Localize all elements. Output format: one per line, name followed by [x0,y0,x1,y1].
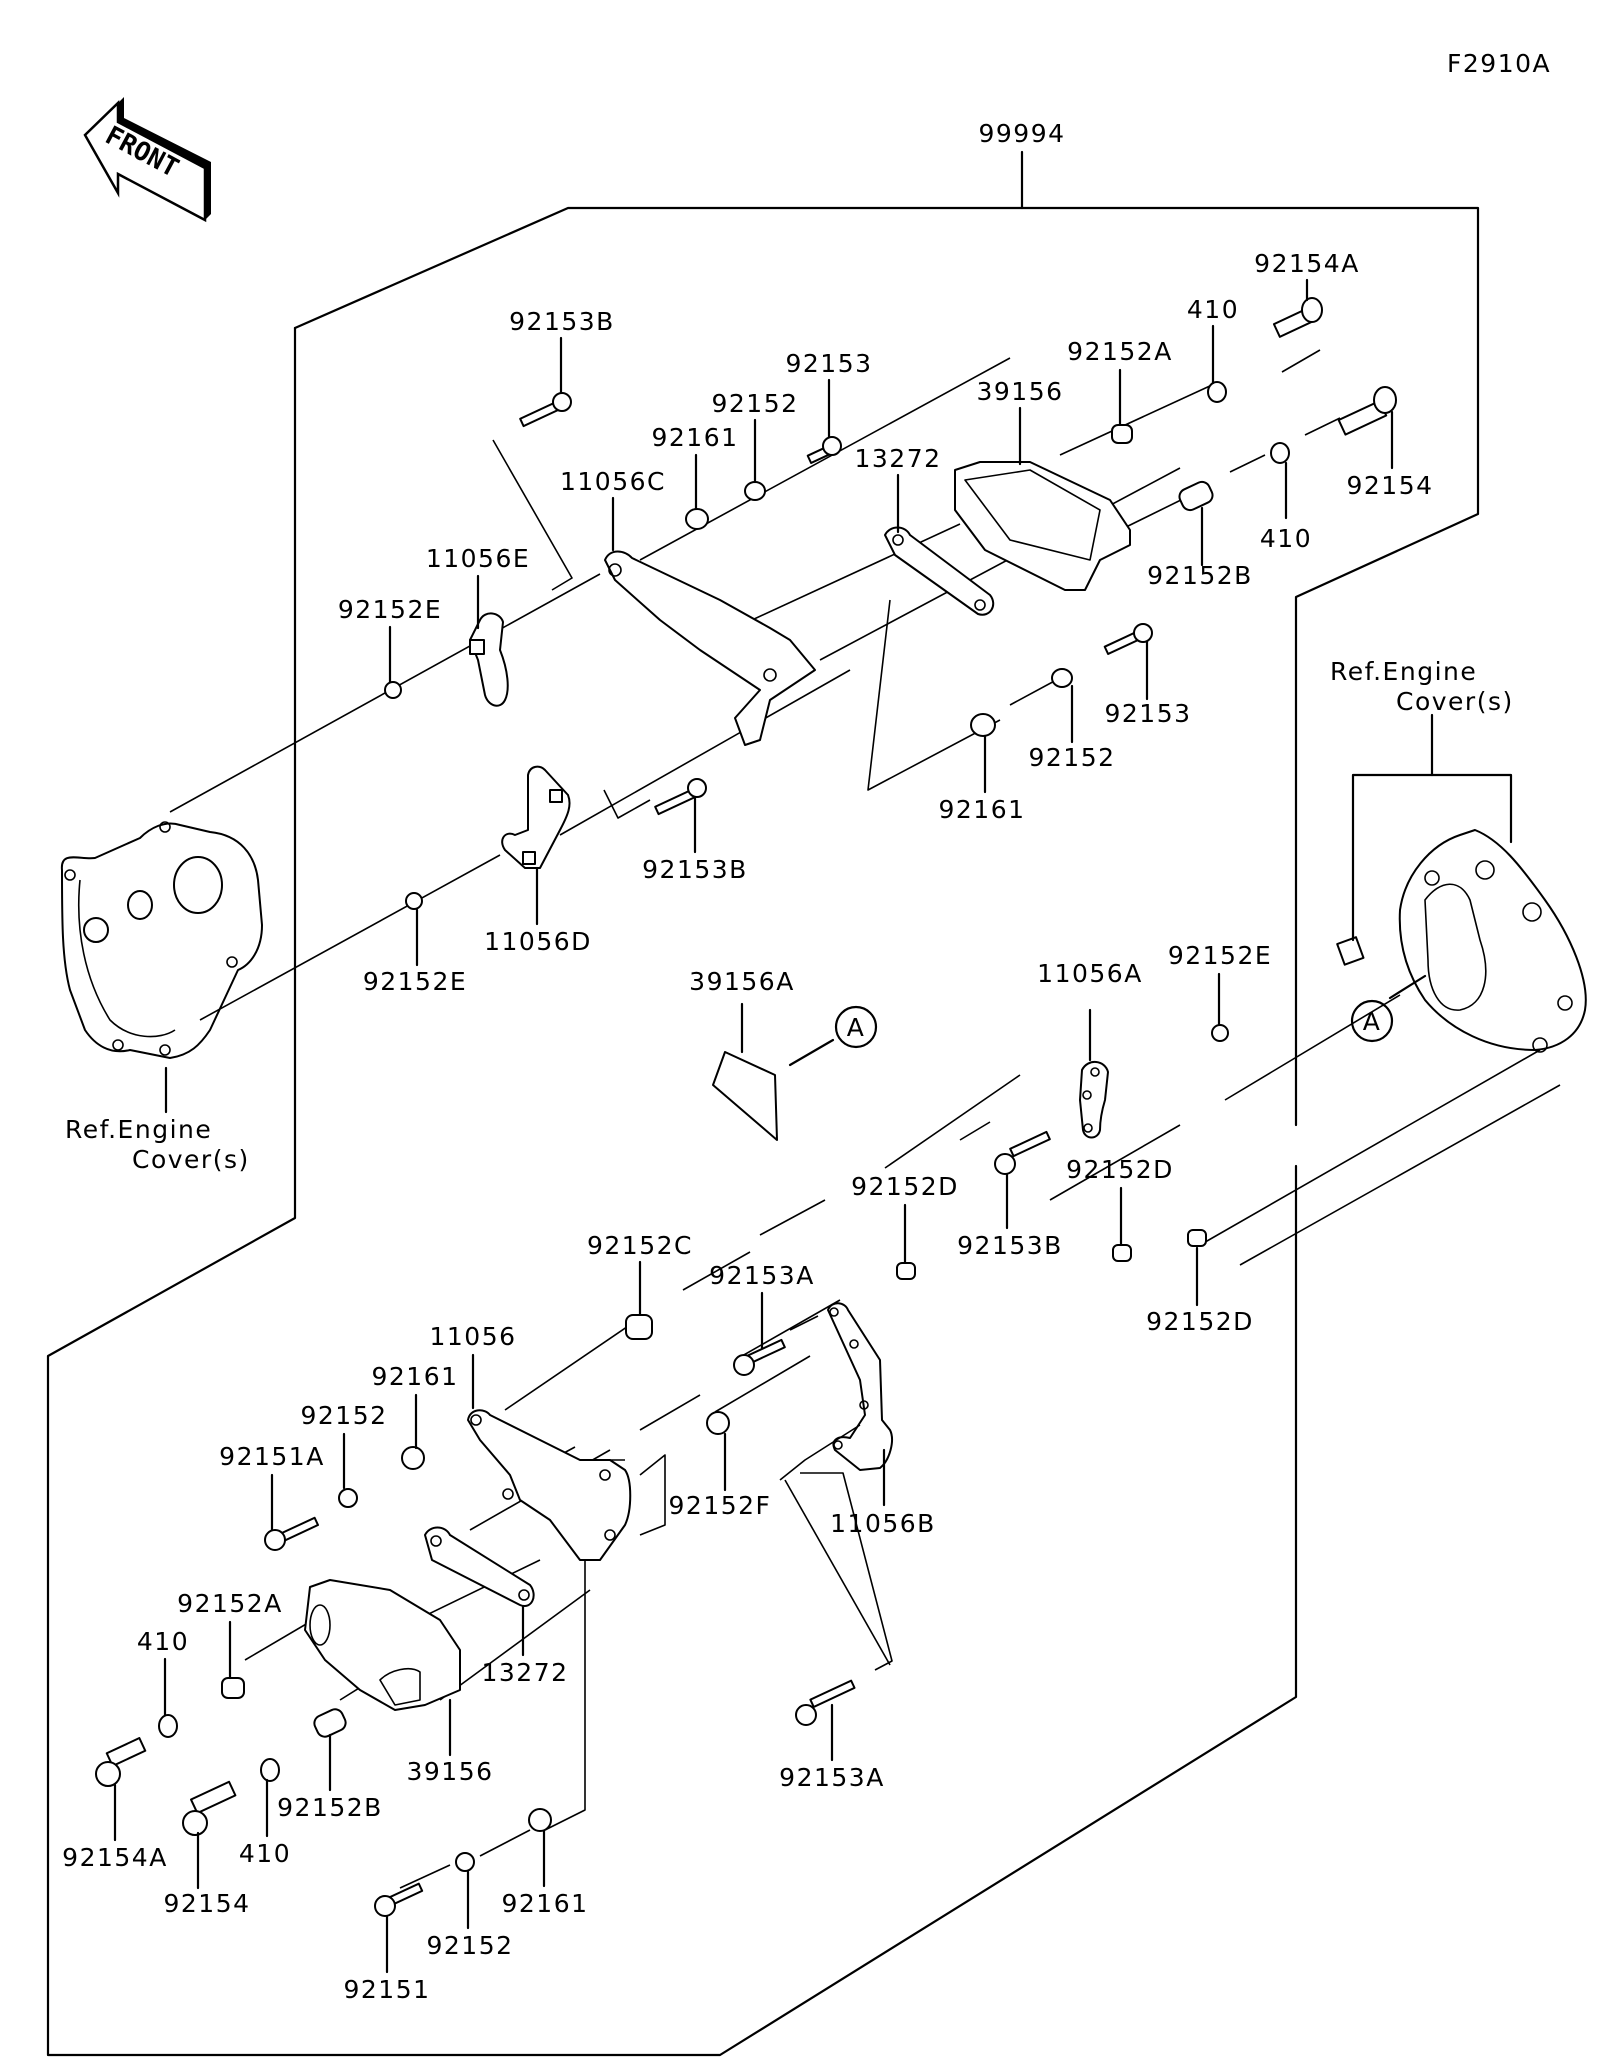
part-label: 92152D [851,1172,959,1201]
part-label: 92152D [1146,1307,1254,1336]
svg-text:A: A [847,1013,866,1042]
part-label: 410 [137,1627,189,1656]
part-label: 39156A [689,967,795,996]
assembly-label: 99994 [978,119,1065,148]
lower-parts: 92152C 92153A 11056 92161 92152 92151A 9… [62,1231,936,2004]
part-label: 92161 [651,423,738,452]
part-label: 92152B [1147,561,1253,590]
diagram-code: F2910A [1447,49,1551,78]
part-label: 92152C [587,1231,693,1260]
ref-engine-cover-left-line2: Cover(s) [132,1145,250,1174]
part-label: 410 [239,1839,291,1868]
part-label: 92154A [62,1843,168,1872]
part-label: 92154 [1346,471,1433,500]
right-engine-cover: A Ref.Engine Cover(s) [1330,657,1587,1053]
part-label: 92152E [1168,941,1272,970]
part-label: 92154 [163,1889,250,1918]
part-label: 39156 [406,1757,493,1786]
left-engine-cover: Ref.Engine Cover(s) [60,821,263,1174]
part-label: 92152D [1066,1155,1174,1184]
ref-engine-cover-right-line1: Ref.Engine [1330,657,1477,686]
part-label: 11056B [830,1509,936,1538]
front-arrow-icon: FRONT [83,97,211,223]
part-label: 410 [1187,295,1239,324]
bolt-92153B-top [519,392,572,428]
part-label: 92161 [501,1889,588,1918]
part-label: 92153 [785,349,872,378]
part-label: 92151 [343,1975,430,2004]
upper-assembly-lines [169,349,1341,1021]
part-label: 92153B [957,1231,1063,1260]
part-label: 92152 [426,1931,513,1960]
part-label: 92152E [363,967,467,996]
upper-parts: 92153B 92161 92152 92153 11056C 13272 39… [338,249,1433,746]
assembly-outline: 99994 [46,119,1480,2057]
part-label: 11056 [429,1322,516,1351]
part-label: 92152B [277,1793,383,1822]
part-label: 92152 [1028,743,1115,772]
right-middle-parts: 11056A 92152E 92153B 92152D 92152D 92152… [759,941,1561,1336]
part-label: 410 [1260,524,1312,553]
part-label: 11056C [560,467,666,496]
part-label: 11056E [426,544,530,573]
ref-marker-a-left [834,1005,878,1049]
ref-marker-a-right [1350,999,1394,1043]
part-label: 92153B [642,855,748,884]
part-label: 92153A [779,1763,885,1792]
ref-engine-cover-right-line2: Cover(s) [1396,687,1514,716]
part-label: 92152F [669,1491,772,1520]
middle-parts: 92153 92152 92161 11056D 92153B 92152E 3… [363,623,1191,1141]
part-label: 39156 [976,377,1063,406]
part-label: 92151A [219,1442,325,1471]
part-label: 92152A [1067,337,1173,366]
part-label: 92153 [1104,699,1191,728]
part-label: 92153A [709,1261,815,1290]
part-label: 92161 [938,795,1025,824]
part-label: 13272 [481,1658,568,1687]
part-label: 11056D [484,927,592,956]
part-label: 92161 [371,1362,458,1391]
part-label: 92153B [509,307,615,336]
part-label: 92152 [711,389,798,418]
part-label: 11056A [1037,959,1143,988]
part-label: 92152A [177,1589,283,1618]
part-label: 92152 [300,1401,387,1430]
part-label: 13272 [854,444,941,473]
part-label: 92152E [338,595,442,624]
ref-engine-cover-left-line1: Ref.Engine [65,1115,212,1144]
part-label: 92154A [1254,249,1360,278]
